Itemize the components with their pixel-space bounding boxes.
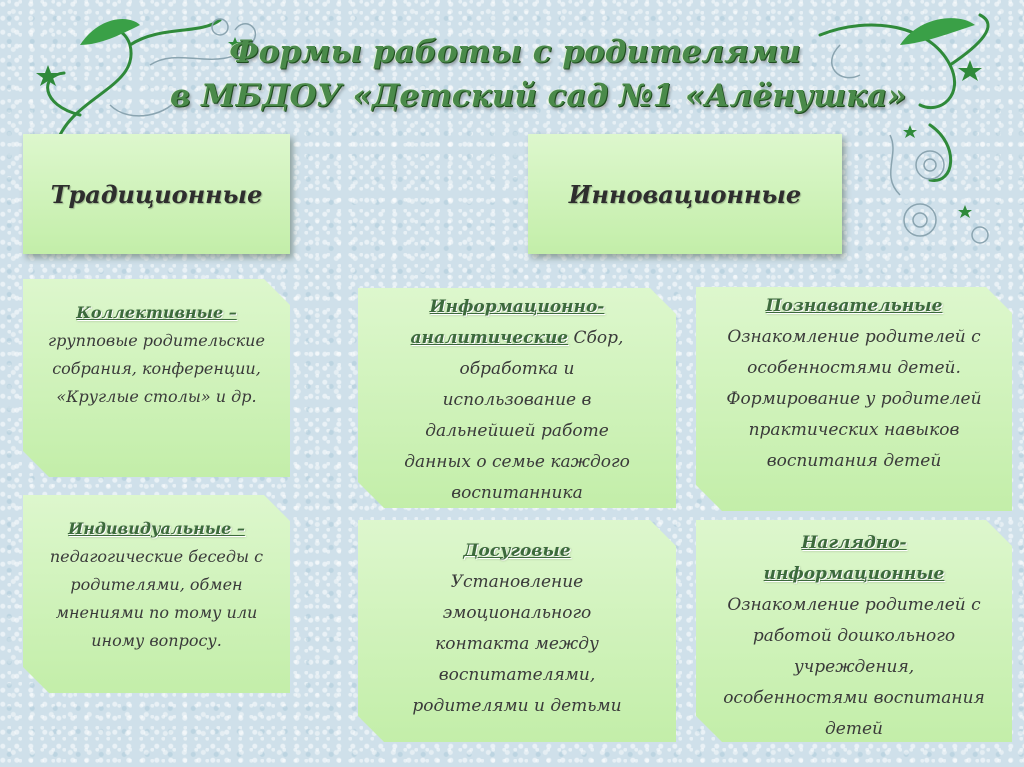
card-informatsionno-text: Сбор, обработка и использование в дальне… [404, 328, 630, 503]
star-icon [903, 125, 917, 138]
card-kollektivnye-text: групповые родительские собрания, конфере… [48, 331, 265, 406]
card-poznavatelnye-heading: Познавательные [765, 296, 943, 316]
header-traditional-label: Традиционные [50, 179, 263, 209]
star-icon [958, 60, 982, 81]
leaf-icon [900, 18, 975, 45]
page-title: Формы работы с родителями в МБДОУ «Детск… [170, 30, 907, 118]
header-innovative-label: Инновационные [568, 179, 802, 209]
leaf-icon [80, 19, 140, 45]
star-icon [958, 205, 972, 218]
title-line-2: в МБДОУ «Детский сад №1 «Алёнушка» [170, 78, 907, 114]
card-dosugovye-text: Установление эмоционального контакта меж… [412, 572, 622, 716]
card-informatsionno-heading: Информационно-аналитические [410, 297, 605, 348]
card-dosugovye-heading: Досуговые [463, 541, 571, 561]
card-kollektivnye-heading: Коллективные – [76, 303, 237, 322]
header-traditional: Традиционные [23, 134, 290, 254]
card-informatsionno: Информационно-аналитические Сбор, обрабо… [358, 288, 676, 508]
card-naglyadno-heading: Наглядно-информационные [763, 533, 945, 584]
card-poznavatelnye: Познавательные Ознакомление родителей с … [696, 287, 1012, 511]
card-naglyadno: Наглядно-информационные Ознакомление род… [696, 520, 1012, 742]
title-line-1: Формы работы с родителями [229, 34, 801, 70]
card-dosugovye: Досуговые Установление эмоционального ко… [358, 520, 676, 742]
card-individualnye: Индивидуальные – педагогические беседы с… [23, 495, 290, 693]
card-individualnye-heading: Индивидуальные – [68, 519, 245, 538]
card-poznavatelnye-text: Ознакомление родителей с особенностями д… [726, 327, 982, 471]
card-naglyadno-text: Ознакомление родителей с работой дошколь… [723, 595, 985, 739]
card-kollektivnye: Коллективные – групповые родительские со… [23, 279, 290, 477]
card-individualnye-text: педагогические беседы с родителями, обме… [49, 547, 264, 650]
header-innovative: Инновационные [528, 134, 842, 254]
star-icon [36, 65, 60, 86]
